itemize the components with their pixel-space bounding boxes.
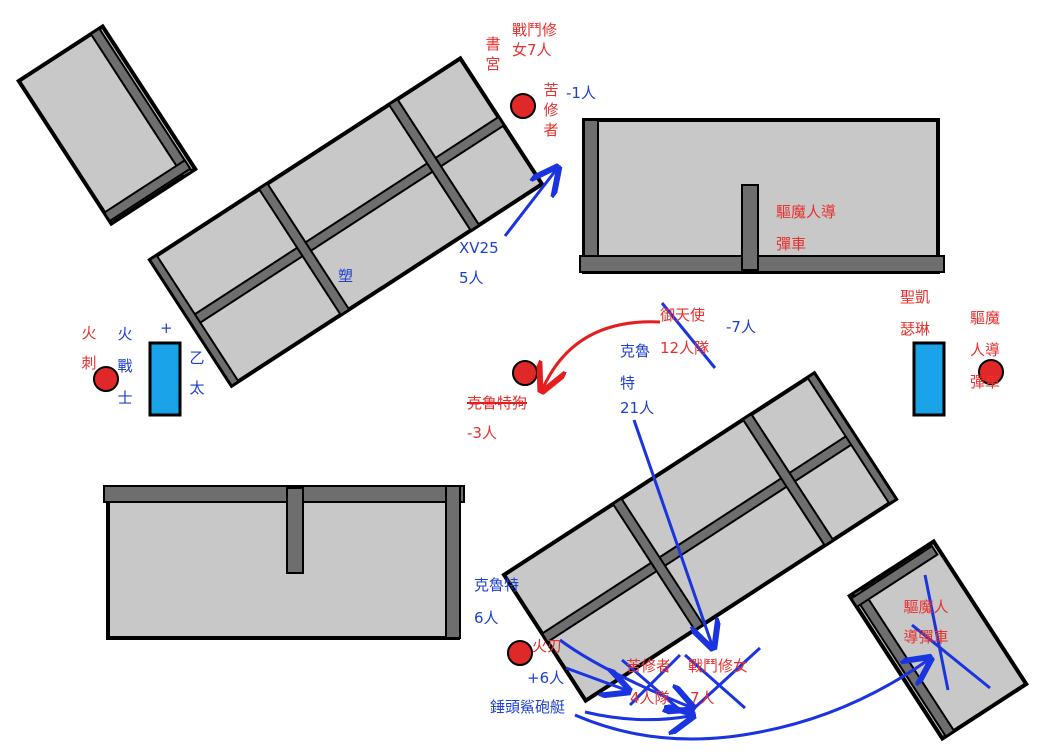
- ruin-large-bottomcenter: [501, 370, 899, 704]
- label-hammerhead: 錘頭鯊砲艇: [490, 698, 566, 716]
- label-seraphim-loss: -7人: [726, 318, 756, 336]
- objective-center: [512, 360, 538, 386]
- deploy-marker-left: [148, 341, 182, 417]
- label-repentia-loss: -1人: [566, 84, 596, 102]
- cross-exorcist-2: [911, 623, 991, 690]
- deploy-marker-right: [912, 341, 946, 417]
- label-kroot-hound: 克魯特狗: [467, 394, 528, 412]
- arrow-hammerhead-long: [574, 660, 928, 741]
- label-squad-4: 4人隊: [630, 689, 670, 707]
- label-kroot-main: 克魯特: [620, 342, 651, 392]
- label-saint-celestine: 聖凱瑟琳: [900, 288, 931, 338]
- label-ethereal: 乙太: [189, 349, 205, 397]
- label-fire-warrior: 火戰士: [117, 325, 133, 407]
- label-xv25: XV25: [459, 239, 499, 257]
- label-kroot-bottom-count: 6人: [474, 609, 499, 627]
- label-book-palace: 書宮: [485, 35, 501, 73]
- label-fireblade: 火刃: [532, 637, 563, 655]
- label-exorcist-top: 驅魔人導彈車: [776, 203, 837, 253]
- label-repentia-bottom: 苦修者: [626, 657, 672, 675]
- label-exorcist-right: 驅魔人導彈車: [969, 309, 1000, 391]
- cross-nun-1: [684, 653, 746, 710]
- building-topright: [579, 118, 945, 274]
- cross-exorcist-1: [923, 574, 950, 691]
- ruin-large-topcenter: [147, 55, 545, 389]
- label-arson: 火刺: [81, 324, 97, 372]
- objective-bottom: [507, 640, 533, 666]
- label-kroot-hound-loss: -3人: [467, 424, 497, 442]
- label-xv25-count: 5人: [459, 269, 484, 287]
- building-bottomleft: [103, 485, 465, 640]
- arrow-seraphim-retreat: [543, 320, 661, 388]
- arrow-hammerhead-short: [584, 712, 690, 720]
- strike-seraphim: [660, 302, 717, 369]
- label-fire-warrior-plus: +: [160, 319, 173, 337]
- cross-repentia-2: [628, 653, 682, 707]
- label-kroot-main-count: 21人: [620, 399, 655, 417]
- label-kroot-bottom: 克魯特: [474, 576, 520, 594]
- label-repentia: 苦修者: [543, 81, 559, 139]
- objective-right: [978, 359, 1004, 385]
- arrow-kroot-main: [632, 419, 712, 645]
- label-nun-bottom: 戰鬥修女: [688, 657, 749, 675]
- arrow-kroot-bottom: [559, 638, 690, 707]
- label-fireblade-plus: +6人: [527, 669, 565, 687]
- label-count-7: 7人: [690, 689, 715, 707]
- objective-left: [93, 366, 119, 392]
- label-plastic: 塑: [338, 267, 354, 285]
- objective-top: [510, 93, 536, 119]
- ruin-small-topleft: [16, 23, 198, 227]
- cross-nun-2: [688, 646, 762, 714]
- arrow-xv25-advance: [503, 170, 556, 237]
- arrow-fireblade: [565, 666, 626, 690]
- label-exorcist-bottom: 驅魔人導彈車: [903, 598, 949, 646]
- label-nun-top: 戰鬥修女7人: [512, 21, 558, 59]
- label-seraphim: 御天使: [660, 306, 706, 324]
- label-seraphim-squad: 12人隊: [660, 339, 710, 357]
